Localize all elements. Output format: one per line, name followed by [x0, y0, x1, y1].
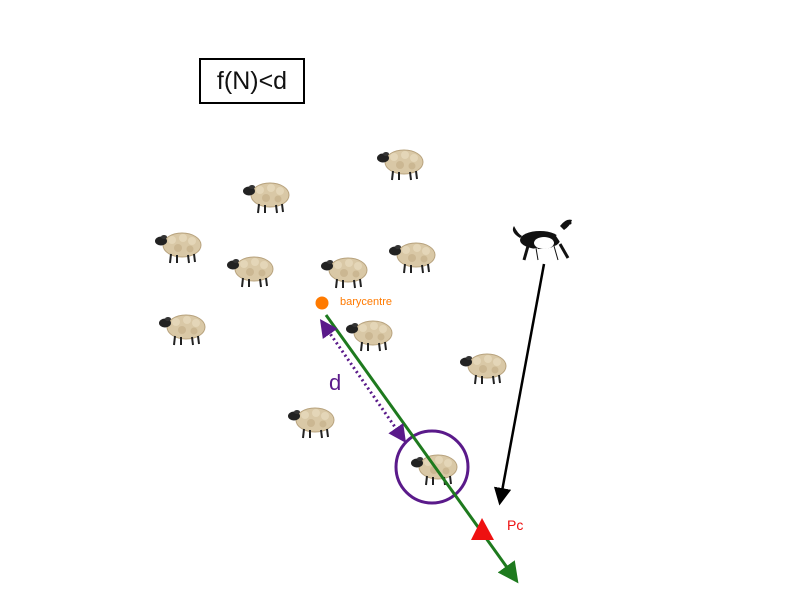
distance-d-arrow: [319, 319, 407, 443]
distance-label: d: [329, 370, 342, 395]
pc-label: Pc: [507, 517, 524, 533]
sheep-icon: [376, 149, 424, 181]
sheep-icon: [226, 256, 274, 288]
sheep-icon: [388, 242, 436, 274]
formula-box: f(N)<d: [199, 58, 305, 104]
farthest-sheep-circle: [394, 429, 470, 505]
sheep-icon: [410, 454, 458, 486]
sheep-icon: [158, 314, 206, 346]
barycentre-dot: [315, 296, 329, 310]
barycentre-label: barycentre: [340, 296, 392, 308]
pc-point-marker: [471, 518, 494, 540]
sheep-icon: [287, 407, 335, 439]
dog-path-arrow: [493, 263, 546, 506]
sheep-icon: [459, 353, 507, 385]
sheep-icon: [242, 182, 290, 214]
sheep-icon: [345, 320, 393, 352]
formula-text: f(N)<d: [216, 66, 288, 95]
sheep-icon: [154, 232, 202, 264]
sheepdog-icon: [512, 219, 576, 261]
sheep-icon: [320, 257, 368, 289]
